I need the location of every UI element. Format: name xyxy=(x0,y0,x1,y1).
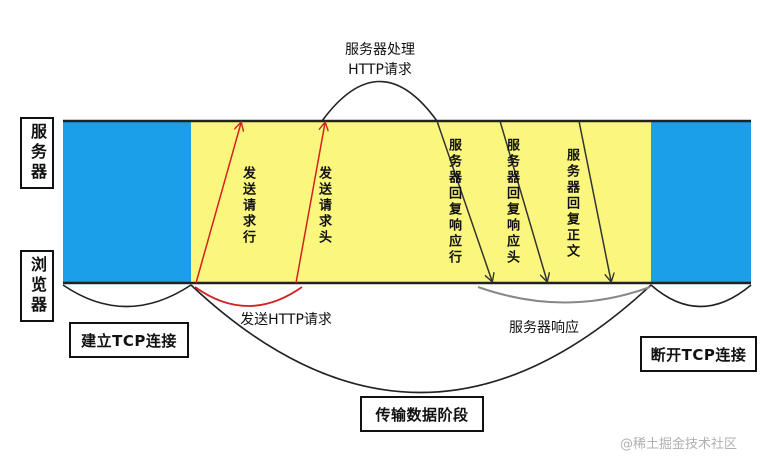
server-label-box: 服务器 xyxy=(20,117,54,189)
connect-phase-band xyxy=(63,121,191,283)
server-response-curve xyxy=(477,286,651,304)
response-line-label: 服务器回复响应行 xyxy=(446,138,461,266)
server-processing-line1: 服务器处理 xyxy=(345,42,415,58)
response-body-label: 服务器回复正文 xyxy=(564,148,579,260)
transfer-phase-band xyxy=(191,121,651,283)
disconnect-phase-band xyxy=(651,121,751,283)
arrow-request-line xyxy=(195,123,241,284)
server-processing-arc xyxy=(321,80,438,122)
disconnect-phase-box: 断开TCP连接 xyxy=(640,336,757,372)
response-headers-label: 服务器回复响应头 xyxy=(504,138,519,266)
arrow-response-headers xyxy=(499,120,547,281)
disconnect-bracket xyxy=(650,284,752,308)
transfer-bracket xyxy=(190,284,652,394)
server-processing-label: 服务器处理 HTTP请求 xyxy=(330,40,430,80)
browser-label-box: 浏览器 xyxy=(20,250,54,322)
connect-phase-box: 建立TCP连接 xyxy=(69,322,189,358)
arrow-response-body xyxy=(578,120,611,281)
request-headers-label: 发送请求头 xyxy=(316,166,331,246)
watermark: @稀土掘金技术社区 xyxy=(620,437,738,452)
transfer-phase-box: 传输数据阶段 xyxy=(360,396,484,432)
send-request-label: 发送HTTP请求 xyxy=(240,312,332,328)
server-response-label: 服务器响应 xyxy=(509,320,579,336)
send-request-curve xyxy=(194,286,303,307)
connect-bracket xyxy=(62,284,192,308)
server-processing-line2: HTTP请求 xyxy=(348,62,412,78)
arrow-request-headers xyxy=(295,123,325,284)
request-line-label: 发送请求行 xyxy=(240,166,255,246)
arrow-response-line xyxy=(436,120,492,281)
